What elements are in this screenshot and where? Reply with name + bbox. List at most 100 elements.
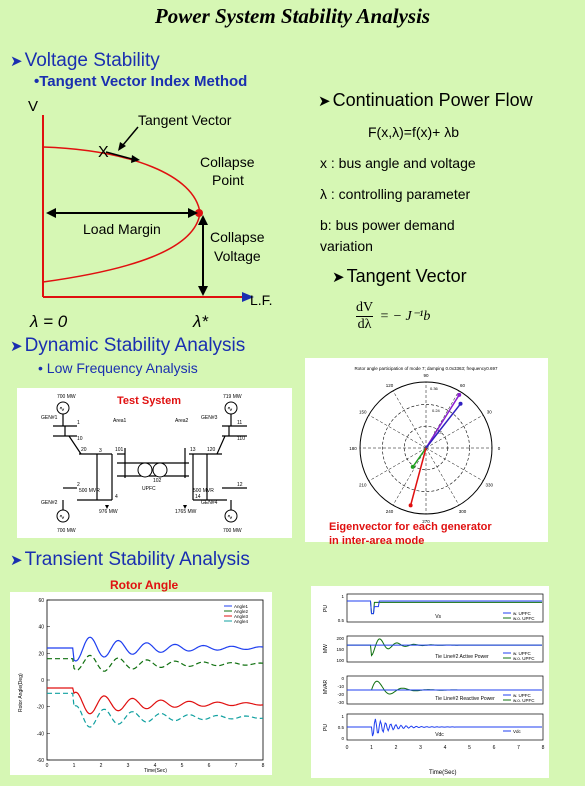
upfc-ylabel: PU — [323, 724, 329, 731]
lambda-star-label: λ* — [192, 312, 209, 331]
lf-axis-label: L.F. — [250, 292, 273, 308]
cap1-label: 500 MVR — [79, 488, 100, 494]
load-margin-label: Load Margin — [83, 221, 161, 237]
rotor-series-line — [47, 687, 264, 715]
cpf-line-x: x : bus angle and voltage — [320, 155, 476, 171]
rotor-xtick: 7 — [235, 763, 238, 769]
eigenvector-arrow — [425, 403, 462, 449]
bus-labels: 1 2 3 4 10 20 101 102 13 120 110 11 12 1… — [77, 420, 245, 500]
formula-numerator: dV — [356, 300, 374, 315]
rotor-xtick: 8 — [262, 763, 265, 769]
load2-arrow-icon — [183, 505, 187, 509]
eigenvector-arrow — [409, 447, 427, 506]
svg-text:102: 102 — [153, 478, 162, 484]
upfc-ytick: 200 — [336, 636, 344, 641]
upfc-legend-label: w. UPFC — [513, 651, 532, 656]
tangent-vector-heading-text: Tangent Vector — [346, 266, 467, 286]
gen-symbols: ∿ ∿ ∿ ∿ — [56, 401, 238, 523]
cpf-line-lambda: λ : controlling parameter — [320, 186, 471, 202]
gen2-mw: 700 MW — [57, 528, 76, 534]
test-system-diagram: Test System ∿ ∿ ∿ ∿ 700 MW 700 MW 719 MW… — [41, 394, 247, 534]
svg-text:11: 11 — [237, 420, 242, 426]
svg-text:12: 12 — [237, 482, 243, 488]
svg-text:1: 1 — [77, 420, 80, 426]
upfc-ytick: 0 — [341, 676, 344, 681]
polar-angle-label: 210 — [359, 483, 367, 488]
svg-text:10: 10 — [77, 436, 83, 442]
upfc-ytick: 0 — [341, 736, 344, 741]
dynamic-stability-heading: ➤Dynamic Stability Analysis — [10, 335, 245, 357]
rotor-series-line — [47, 692, 264, 728]
polar-angle-label: 150 — [359, 410, 367, 415]
upfc-subplot-name: Vdc — [435, 732, 444, 738]
upfc-xtick: 4 — [444, 745, 447, 751]
test-system-panel: Test System ∿ ∿ ∿ ∿ 700 MW 700 MW 719 MW… — [17, 388, 292, 538]
rotor-ytick: 0 — [41, 678, 44, 684]
polar-angle-label: 0 — [498, 446, 501, 451]
polar-title: Rotor angle participation of mode 7; dam… — [354, 366, 498, 371]
rotor-xtick: 2 — [100, 763, 103, 769]
rotor-series-line — [47, 654, 264, 672]
rotor-legend-label: Angle1 — [234, 604, 249, 609]
upfc-xtick: 7 — [517, 745, 520, 751]
upfc-ytick: 150 — [336, 647, 344, 652]
polar-spoke — [425, 414, 484, 449]
svg-text:14: 14 — [195, 494, 201, 500]
polar-angle-label: 90 — [423, 373, 429, 378]
rotor-xtick: 0 — [46, 763, 49, 769]
upfc-ytick: -20 — [337, 692, 344, 697]
svg-text:101: 101 — [115, 447, 124, 453]
transient-heading-text: Transient Stability Analysis — [24, 549, 250, 570]
rotor-ylabel: Rotor Angle(Deg) — [18, 673, 24, 712]
rotor-ytick: -60 — [37, 758, 44, 764]
polar-spoke — [425, 447, 484, 482]
tangent-vector-label: Tangent Vector — [138, 112, 232, 128]
rotor-xlabel: Time(Sec) — [144, 768, 167, 774]
voltage-heading-text: Voltage Stability — [24, 50, 160, 71]
pv-curve-diagram: X V L.F. Tangent Vector Collapse Point L… — [28, 98, 273, 331]
arrow-bullet-icon: ➤ — [318, 93, 331, 110]
rotor-xtick: 1 — [73, 763, 76, 769]
upfc-label: UPFC — [142, 486, 156, 492]
eigenvector-arrow — [412, 447, 427, 468]
cpf-equation: F(x,λ)=f(x)+ λb — [368, 124, 460, 140]
upfc-legend-label: w. UPFC — [513, 693, 532, 698]
upfc-xtick: 8 — [542, 745, 545, 751]
polar-spoke — [368, 447, 427, 482]
collapse-voltage-label-2: Voltage — [214, 248, 261, 264]
gen4-name: GEN#4 — [201, 500, 218, 506]
upfc-legend-label: w.o. UPFC — [513, 616, 535, 621]
rotor-ytick: 20 — [38, 651, 44, 657]
upfc-ytick: 0.5 — [338, 618, 345, 623]
upfc-ytick: 100 — [336, 658, 344, 663]
rotor-angle-title: Rotor Angle — [110, 578, 179, 592]
upfc-legend-label: w.o. UPFC — [513, 698, 535, 703]
svg-text:∿: ∿ — [59, 514, 65, 521]
polar-ring — [382, 404, 470, 492]
svg-text:20: 20 — [81, 447, 87, 453]
upfc-ylabel: MW — [323, 644, 329, 653]
upfc-xtick: 3 — [419, 745, 422, 751]
polar-radial-label: 0.24 — [432, 408, 441, 413]
polar-spoke — [392, 447, 427, 506]
tangent-formula: dV dλ = − J⁻¹b — [356, 300, 430, 333]
cpf-line-variation: variation — [320, 238, 373, 254]
upfc-series-with — [347, 718, 542, 737]
gen1-mw: 700 MW — [57, 394, 76, 400]
polar-angle-label: 330 — [485, 483, 493, 488]
arrow-bullet-icon: ➤ — [10, 552, 23, 569]
rotor-ytick: -40 — [37, 731, 44, 737]
eigenvector-head-icon — [410, 464, 415, 469]
collapse-point-marker — [195, 209, 203, 217]
dynamic-heading-text: Dynamic Stability Analysis — [24, 335, 246, 356]
polar-angle-label: 120 — [386, 383, 394, 388]
upfc-ytick: -10 — [337, 684, 344, 689]
polar-caption-1: Eigenvector for each generator — [329, 521, 492, 533]
tangent-line — [105, 151, 133, 160]
upfc-legend-label: Vdc — [513, 729, 522, 734]
area1-label: Area1 — [113, 418, 127, 424]
load1-label: 976 MW — [99, 509, 118, 515]
eigenvector-arrow — [425, 394, 460, 449]
polar-angle-label: 60 — [460, 383, 466, 388]
